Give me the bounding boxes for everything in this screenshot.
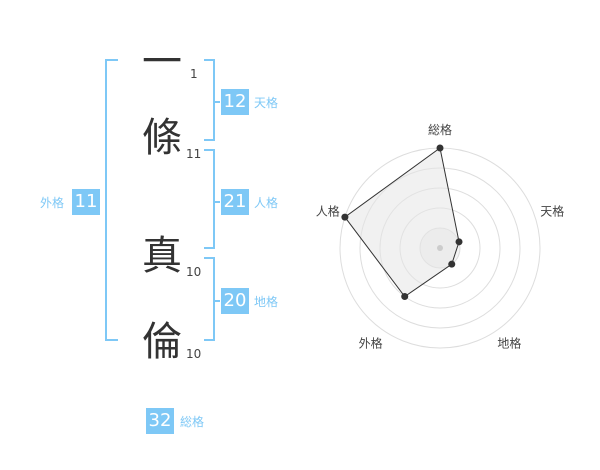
radar-axis-label-4: 人格	[316, 204, 340, 219]
name-char-3: 真	[142, 233, 182, 279]
radar-axis-label-0: 総格	[428, 122, 452, 137]
radar-axis-label-3: 外格	[359, 335, 383, 350]
chikaku-value: 20	[221, 288, 249, 314]
tenkaku-value: 12	[221, 89, 249, 115]
jinkaku-bracket	[204, 149, 215, 249]
radar-polygon	[344, 147, 460, 298]
radar-axis-label-2: 地格	[497, 335, 521, 350]
gaikaku-label: 外格	[40, 196, 65, 210]
stroke-count-2: 11	[186, 147, 202, 161]
stroke-count-1: 1	[190, 67, 198, 81]
radar-point-1	[455, 238, 463, 246]
radar-point-4	[341, 213, 349, 221]
soukaku-value: 32	[146, 408, 174, 434]
radar-point-3	[401, 293, 409, 301]
name-char-2: 條	[142, 115, 182, 161]
chikaku-bracket	[204, 257, 215, 341]
tenkaku-label: 天格	[254, 96, 279, 110]
name-char-1: 一	[142, 39, 182, 85]
stroke-count-4: 10	[186, 347, 202, 361]
jinkaku-value: 21	[221, 189, 249, 215]
radar-point-0	[436, 144, 444, 152]
jinkaku-label: 人格	[254, 196, 279, 210]
radar-axis-label-1: 天格	[540, 204, 564, 219]
soukaku-label: 総格	[180, 415, 205, 429]
stroke-count-3: 10	[186, 265, 202, 279]
gaikaku-bracket	[105, 59, 118, 341]
chikaku-label: 地格	[254, 295, 279, 309]
radar-center	[437, 245, 443, 251]
radar-point-2	[448, 260, 456, 268]
tenkaku-bracket	[204, 59, 215, 141]
name-char-4: 倫	[142, 319, 182, 365]
gaikaku-value: 11	[72, 189, 100, 215]
